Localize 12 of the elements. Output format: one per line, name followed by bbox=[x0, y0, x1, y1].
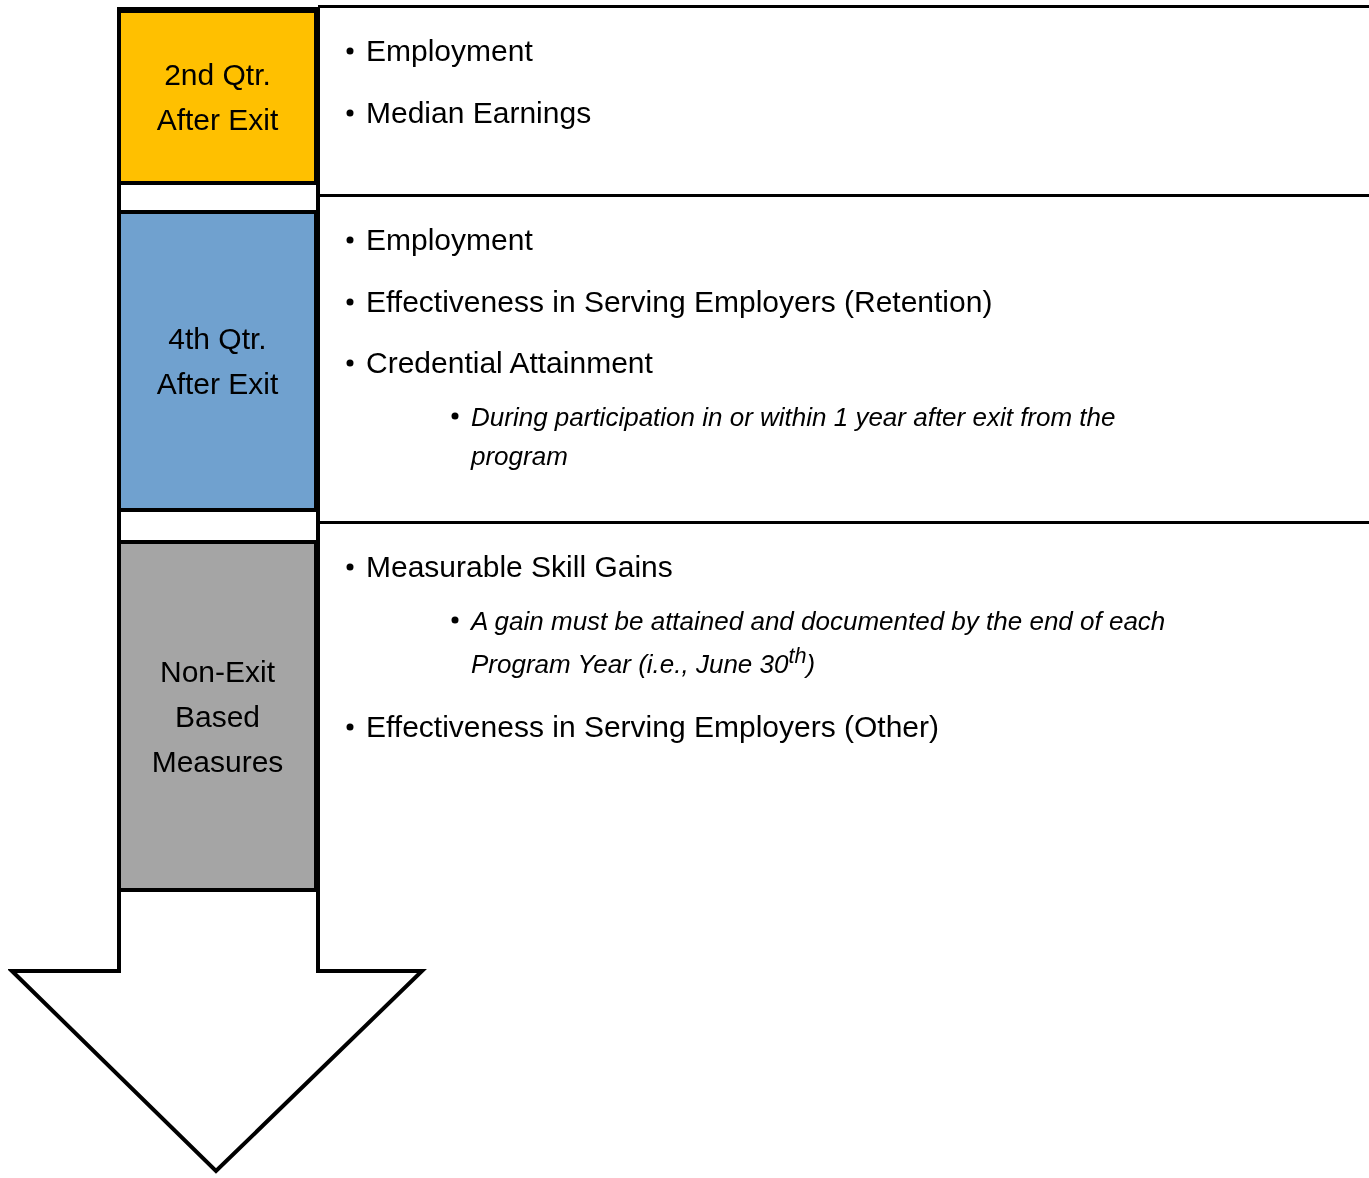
bullet-text: Measurable Skill Gains bbox=[366, 550, 673, 583]
bullet-text: Employment bbox=[366, 223, 533, 256]
bullet-text: Effectiveness in Serving Employers (Other) bbox=[366, 710, 939, 744]
period-label: 2nd Qtr. After Exit bbox=[155, 57, 280, 138]
sub-bullet-text: A gain must be attained and documented by the end of each Program Year (i.e., June 30$^{th}$) bbox=[451, 601, 1199, 685]
bullet-text: Effectiveness in Serving Employers (Retention) bbox=[366, 284, 993, 318]
bullet-text: Median Earnings bbox=[366, 95, 592, 129]
bullet-text: Employment bbox=[366, 34, 533, 67]
period-label: 4th Qtr. After Exit bbox=[155, 321, 280, 402]
bullet-text: Credential Attainment bbox=[366, 346, 653, 379]
period-label: Non-Exit Based Measures bbox=[150, 653, 285, 780]
sub-bullet-text: During participation in or within 1 year after exit from the program bbox=[451, 397, 1199, 476]
